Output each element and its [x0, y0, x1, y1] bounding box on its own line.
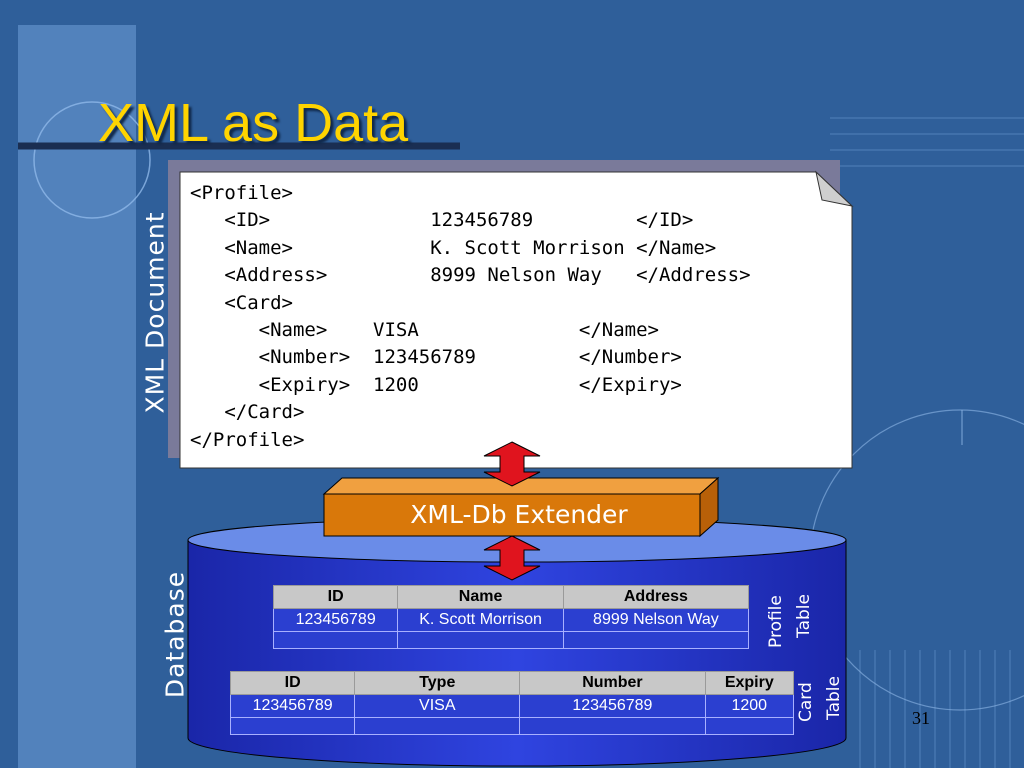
table-cell-empty — [519, 717, 706, 735]
table-cell-empty — [397, 631, 564, 649]
database-label: Database — [160, 570, 190, 699]
table-cell: K. Scott Morrison — [397, 608, 564, 632]
table-cell: VISA — [354, 694, 521, 718]
xml-code-line: <Expiry> 1200 </Expiry> — [190, 373, 682, 396]
xml-document-label: XML Document — [140, 211, 170, 414]
table-cell-empty — [354, 717, 521, 735]
table-cell: 1200 — [704, 694, 795, 718]
xml-code-line: <Number> 123456789 </Number> — [190, 346, 682, 369]
table-header-cell: Name — [397, 585, 564, 609]
table-cell-empty — [229, 717, 356, 735]
slide-title: XML as Data — [98, 93, 409, 153]
table-cell: 123456789 — [272, 608, 399, 632]
xml-code-line: </Card> — [190, 401, 305, 424]
table-cell-empty — [562, 631, 750, 649]
xml-code-line: <Address> 8999 Nelson Way </Address> — [190, 264, 751, 287]
table-row-empty — [229, 717, 795, 735]
table-header-cell: Address — [562, 585, 750, 609]
profile-table-label-line2: Table — [794, 594, 814, 638]
card-table-label-line2: Table — [824, 676, 844, 720]
table-header-cell: Expiry — [704, 671, 795, 695]
profile-table-label-line1: Profile — [766, 595, 786, 648]
extender-label: XML-Db Extender — [410, 500, 628, 529]
table-cell: 8999 Nelson Way — [562, 608, 750, 632]
table-header-cell: ID — [229, 671, 356, 695]
xml-code-line: <Card> — [190, 291, 293, 314]
card-table-label-line1: Card — [796, 682, 816, 722]
xml-code-line: </Profile> — [190, 428, 305, 451]
table-cell: 123456789 — [229, 694, 356, 718]
xml-code-line: <Name> VISA </Name> — [190, 319, 659, 341]
page-number: 31 — [912, 708, 930, 728]
table-header-cell: ID — [272, 585, 399, 609]
table-cell: 123456789 — [519, 694, 706, 718]
table-row-empty — [272, 631, 750, 649]
xml-code-line: <ID> 123456789 </ID> — [190, 209, 694, 232]
table-cell-empty — [272, 631, 399, 649]
table-header-cell: Number — [519, 671, 706, 695]
table-header-cell: Type — [354, 671, 521, 695]
table-cell-empty — [704, 717, 795, 735]
xml-code-line: <Name> K. Scott Morrison </Name> — [190, 236, 717, 259]
xml-code-line: <Profile> — [190, 182, 293, 204]
